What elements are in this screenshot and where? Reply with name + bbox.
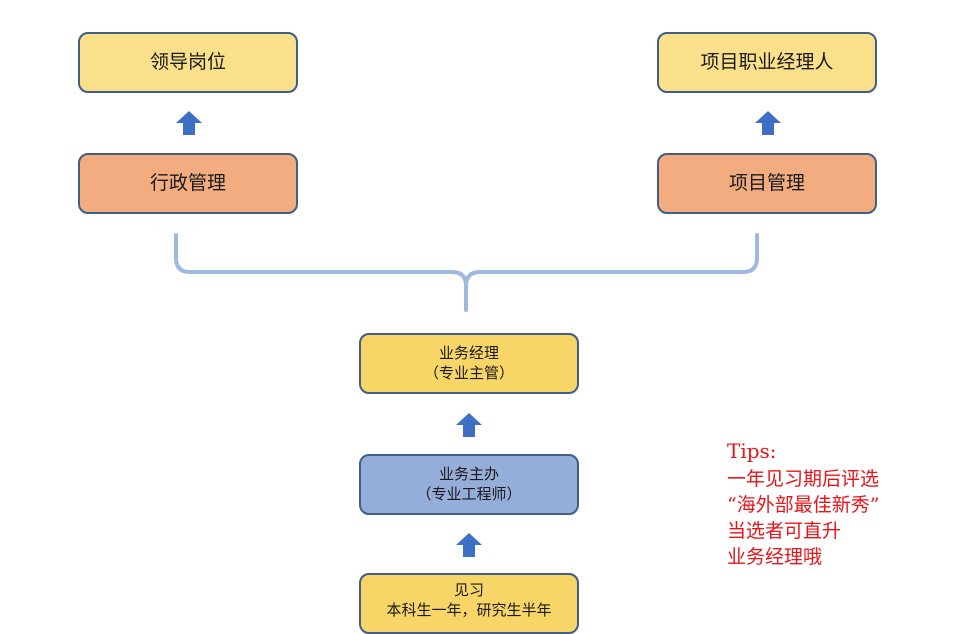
- tips-line-3: 当选者可直升: [727, 520, 842, 543]
- node-intern: 见习 本科生一年，研究生半年: [359, 573, 579, 634]
- tips-line-2: “海外部最佳新秀”: [727, 493, 880, 516]
- arrow-up-icon: [176, 111, 202, 135]
- node-pm-professional-label: 项目职业经理人: [700, 51, 834, 74]
- node-project-mgmt-label: 项目管理: [728, 172, 805, 195]
- node-biz-lead-line1: 业务主办: [438, 465, 499, 483]
- node-biz-manager-line2: （专业主管）: [423, 363, 514, 382]
- arrow-up-icon: [456, 533, 482, 557]
- node-project-mgmt: 项目管理: [657, 153, 877, 214]
- tips-line-4: 业务经理哦: [727, 546, 823, 569]
- node-biz-manager: 业务经理 （专业主管）: [359, 333, 579, 394]
- node-leader-post: 领导岗位: [78, 32, 298, 93]
- arrow-up-icon: [456, 413, 482, 437]
- node-pm-professional: 项目职业经理人: [657, 32, 877, 93]
- node-biz-manager-line1: 业务经理: [438, 344, 499, 362]
- tips-title: Tips:: [727, 439, 777, 463]
- node-leader-post-label: 领导岗位: [149, 51, 226, 74]
- node-intern-line2: 本科生一年，研究生半年: [386, 600, 552, 619]
- tips-note: Tips: 一年见习期后评选 “海外部最佳新秀” 当选者可直升 业务经理哦: [727, 438, 879, 570]
- node-biz-lead: 业务主办 （专业工程师）: [359, 454, 579, 515]
- branch-bracket: [174, 233, 759, 312]
- node-intern-line1: 见习: [453, 581, 484, 599]
- node-admin-mgmt-label: 行政管理: [149, 172, 226, 195]
- node-biz-lead-line2: （专业工程师）: [416, 484, 522, 503]
- arrow-up-icon: [755, 111, 781, 135]
- node-admin-mgmt: 行政管理: [78, 153, 298, 214]
- tips-line-1: 一年见习期后评选: [727, 467, 880, 490]
